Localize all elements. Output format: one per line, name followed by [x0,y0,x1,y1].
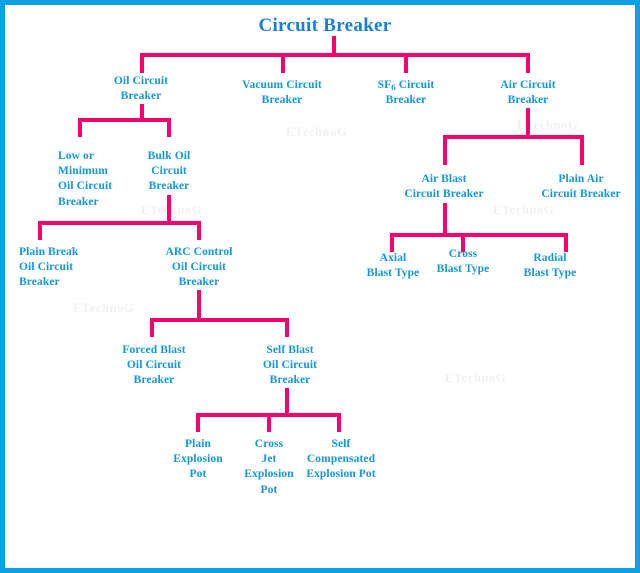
connector-root-stem [332,36,336,56]
connector-drop-cross-jet-explosion-pot [267,413,271,432]
watermark: ETechnoG [493,203,555,217]
node-cross-blast-type: Cross Blast Type [436,248,490,276]
watermark: ETechnoG [445,371,507,385]
sf6-subscript: 6 [391,81,396,92]
connector-oil-stem [140,104,144,122]
connector-drop-low-min-oil [78,118,82,137]
node-oil-circuit-breaker: Oil Circuit Breaker [113,75,169,103]
connector-drop-plain-break [38,221,42,240]
node-plain-explosion-pot: Plain Explosion Pot [173,438,223,481]
connector-drop-self-blast [285,318,289,337]
connector-drop-oil [140,53,144,73]
watermark: ETechnoG [286,125,348,139]
connector-drop-axial-blast [390,233,394,252]
node-sf6-circuit-breaker: SF6 Circuit Breaker [352,78,460,109]
node-plain-break-oil-circuit-breaker: Plain Break Oil Circuit Breaker [19,246,79,289]
connector-arc-control-stem [197,290,201,322]
connector-drop-radial-blast [564,233,568,252]
connector-drop-air [526,53,530,73]
connector-drop-arc-control [197,221,201,240]
node-forced-blast-oil-circuit-breaker: Forced Blast Oil Circuit Breaker [122,344,186,387]
connector-air-blast-stem [443,203,447,236]
node-arc-control-oil-circuit-breaker: ARC Control Oil Circuit Breaker [165,246,233,289]
connector-air-stem [526,108,530,138]
connector-drop-bulk-oil [167,118,171,137]
connector-self-blast-stem [285,388,289,415]
node-cross-jet-explosion-pot: Cross Jet Explosion Pot [244,438,294,496]
connector-level1-bus [140,53,530,57]
node-air-circuit-breaker: Air Circuit Breaker [500,79,556,107]
node-bulk-oil-circuit-breaker: Bulk Oil Circuit Breaker [147,150,191,193]
watermark: ETechnoG [73,301,135,315]
connector-drop-cross-blast [461,233,465,252]
sf6-label-post: Circuit Breaker [385,79,435,107]
connector-oil-bus [78,118,171,122]
connector-drop-plain-air [580,135,584,165]
node-radial-blast-type: Radial Blast Type [523,252,577,280]
connector-air-blast-bus [390,233,568,237]
watermark: ETechnoG [141,203,203,217]
node-low-or-minimum-oil-circuit-breaker: Low or Minimum Oil Circuit Breaker [58,150,113,208]
node-axial-blast-type: Axial Blast Type [366,252,420,280]
sf6-label-pre: SF [377,79,392,91]
connector-drop-vacuum [281,53,285,73]
connector-drop-plain-explosion-pot [196,413,200,432]
connector-bulk-oil-bus [38,221,201,225]
node-self-compensated-explosion-pot: Self Compensated Explosion Pot [306,438,376,481]
connector-drop-forced-blast [150,318,154,337]
connector-air-bus [443,135,584,139]
connector-drop-self-compensated-explosion-pot [337,413,341,432]
node-vacuum-circuit-breaker: Vacuum Circuit Breaker [242,79,322,107]
connector-bulk-oil-stem [167,195,171,225]
connector-drop-air-blast [443,135,447,165]
node-air-blast-circuit-breaker: Air Blast Circuit Breaker [404,173,484,201]
node-plain-air-circuit-breaker: Plain Air Circuit Breaker [541,173,621,201]
connector-arc-control-bus [150,318,289,322]
page-title: Circuit Breaker [258,15,392,36]
connector-drop-sf6 [404,53,408,73]
node-self-blast-oil-circuit-breaker: Self Blast Oil Circuit Breaker [262,344,318,387]
